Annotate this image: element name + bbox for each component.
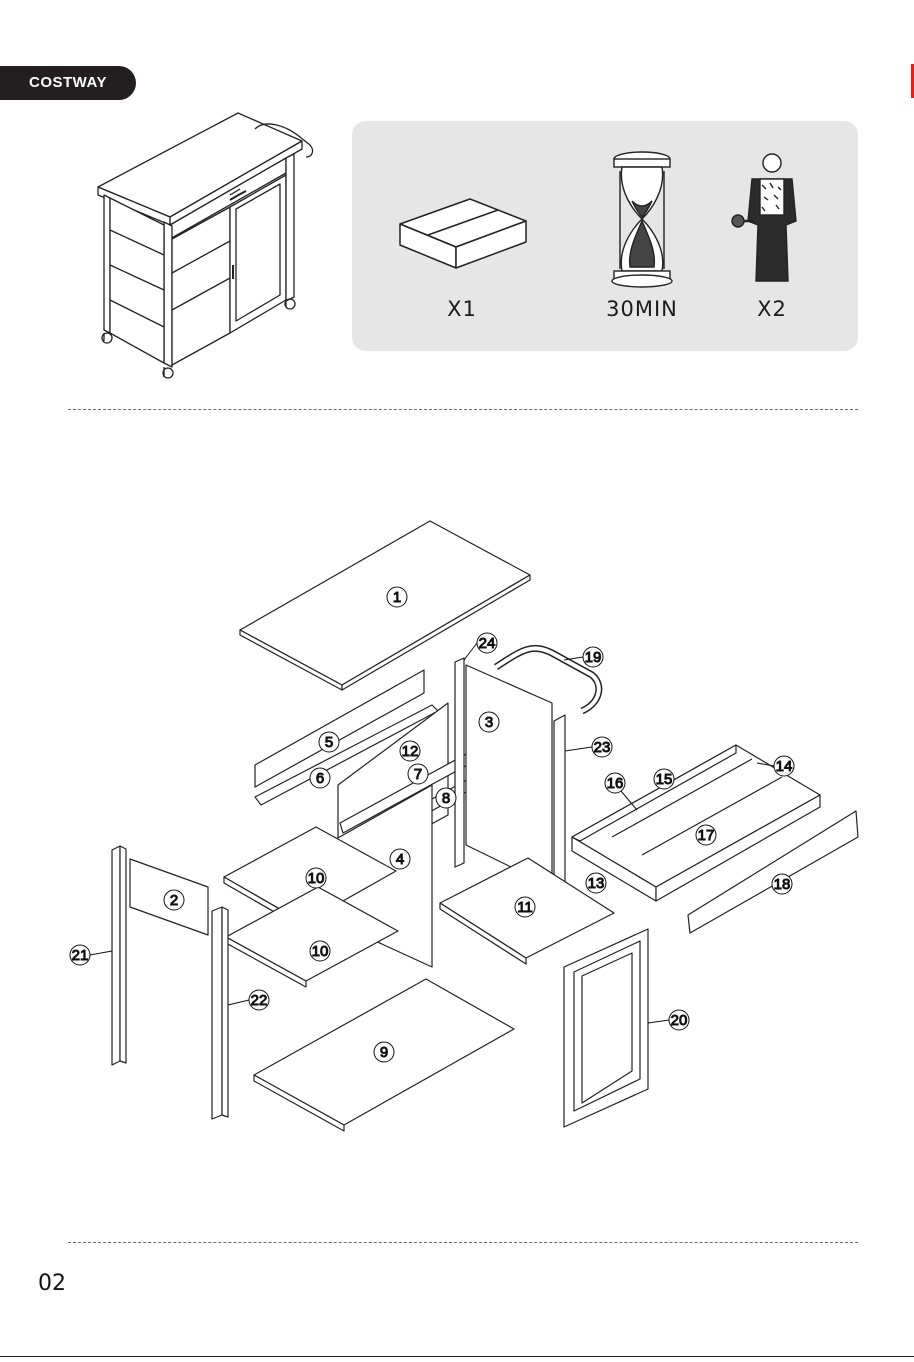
package-count-label: X1 [378,297,546,321]
requirements-panel: X1 30MIN [352,121,858,351]
callout-23: 23 [594,739,611,756]
callout-19: 19 [585,649,602,666]
callout-2: 2 [170,892,178,909]
callout-3: 3 [485,714,493,731]
people-count-label: X2 [688,297,856,321]
part-20-door [564,929,648,1127]
callout-4: 4 [396,851,404,868]
package-requirement: X1 [378,121,546,351]
callout-10-upper: 10 [308,870,325,887]
exploded-parts-diagram: 1 2 3 4 5 6 7 8 9 10 10 11 12 13 14 15 1… [52,515,862,1135]
assembled-cart-illustration [90,105,320,390]
callout-8: 8 [442,790,450,807]
callout-20: 20 [671,1012,688,1029]
part-3-side-panel [466,665,552,887]
callout-17: 17 [698,827,715,844]
bottom-rule [0,1356,914,1357]
callout-14: 14 [776,758,793,775]
brand-logo: COSTWAY [0,66,136,100]
callout-21: 21 [72,947,89,964]
page-number: 02 [38,1271,66,1296]
callout-15: 15 [656,771,673,788]
callout-16: 16 [607,775,624,792]
person-with-screwdriver-icon [688,141,856,291]
callout-1: 1 [393,589,401,606]
callout-9: 9 [380,1044,388,1061]
callout-6: 6 [316,770,324,787]
callout-18: 18 [774,876,791,893]
callout-24: 24 [479,635,496,652]
callout-5: 5 [325,734,333,751]
brand-name: COSTWAY [29,74,107,91]
callout-13: 13 [588,875,605,892]
callout-10-lower: 10 [312,943,329,960]
part-23-post [554,715,565,887]
part-22-leg [212,907,222,1119]
callout-7: 7 [414,766,422,783]
callout-12: 12 [402,743,419,760]
part-21-leg [112,846,120,1065]
people-requirement: X2 [688,121,856,351]
bottom-dashed-divider [68,1242,858,1243]
callout-11: 11 [517,899,533,916]
callout-22: 22 [251,992,268,1009]
package-box-icon [378,141,546,291]
top-dashed-divider [68,409,858,410]
part-24-post [455,658,464,867]
